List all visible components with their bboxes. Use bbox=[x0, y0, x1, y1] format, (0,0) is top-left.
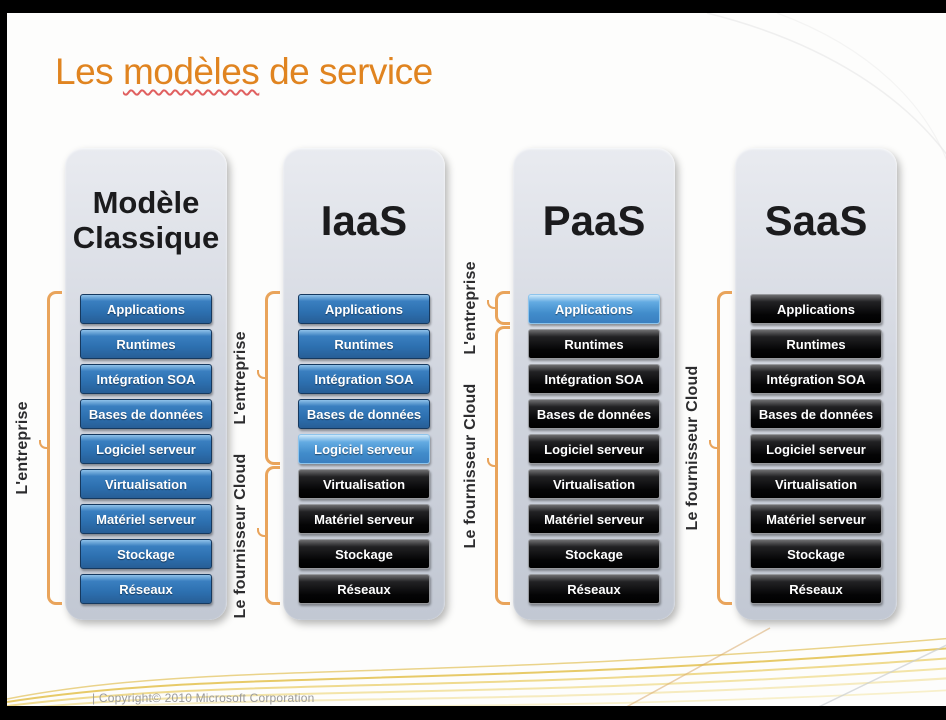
bracket-label-paas: L'entreprise bbox=[462, 261, 479, 355]
bracket-iaas bbox=[257, 466, 280, 605]
layer-block: Matériel serveur bbox=[750, 504, 882, 534]
layer-block: Intégration SOA bbox=[750, 364, 882, 394]
bracket-label-saas: Le fournisseur Cloud bbox=[684, 365, 701, 531]
layer-block: Virtualisation bbox=[80, 469, 212, 499]
layer-block: Stockage bbox=[528, 539, 660, 569]
bracket-label-paas: Le fournisseur Cloud bbox=[462, 383, 479, 548]
layer-block: Réseaux bbox=[298, 574, 430, 604]
page-title: Les modèles de service bbox=[55, 51, 433, 93]
title-suffix: de service bbox=[259, 51, 433, 92]
column-title-paas: PaaS bbox=[542, 197, 646, 245]
bracket-saas bbox=[709, 291, 732, 605]
layer-block: Virtualisation bbox=[528, 469, 660, 499]
layer-block: Bases de données bbox=[80, 399, 212, 429]
layer-block: Bases de données bbox=[750, 399, 882, 429]
layer-block: Matériel serveur bbox=[528, 504, 660, 534]
copyright-text: | Copyright© 2010 Microsoft Corporation bbox=[92, 691, 315, 705]
layer-block: Matériel serveur bbox=[80, 504, 212, 534]
column-title-iaas: IaaS bbox=[320, 197, 408, 245]
layer-block: Applications bbox=[80, 294, 212, 324]
layer-block: Runtimes bbox=[528, 329, 660, 359]
title-prefix: Les bbox=[55, 51, 123, 92]
letterbox-bottom bbox=[0, 706, 946, 720]
letterbox-left bbox=[0, 0, 7, 720]
column-title-saas: SaaS bbox=[764, 197, 868, 245]
layer-block: Réseaux bbox=[80, 574, 212, 604]
layer-block: Intégration SOA bbox=[80, 364, 212, 394]
layer-block: Logiciel serveur bbox=[298, 434, 430, 464]
layer-block: Runtimes bbox=[750, 329, 882, 359]
layer-block: Stockage bbox=[298, 539, 430, 569]
layer-block: Stockage bbox=[750, 539, 882, 569]
layer-block: Virtualisation bbox=[298, 469, 430, 499]
bracket-paas bbox=[487, 291, 510, 325]
layer-block: Intégration SOA bbox=[528, 364, 660, 394]
layer-block: Virtualisation bbox=[750, 469, 882, 499]
layer-block: Matériel serveur bbox=[298, 504, 430, 534]
layer-block: Stockage bbox=[80, 539, 212, 569]
layer-block: Réseaux bbox=[528, 574, 660, 604]
layer-block: Réseaux bbox=[750, 574, 882, 604]
column-title-modele-classique: Modèle Classique bbox=[72, 185, 220, 255]
layer-block: Logiciel serveur bbox=[750, 434, 882, 464]
layer-block: Runtimes bbox=[80, 329, 212, 359]
title-misspelled-word: modèles bbox=[122, 51, 260, 92]
layer-block: Bases de données bbox=[528, 399, 660, 429]
layer-block: Bases de données bbox=[298, 399, 430, 429]
bracket-label-modele-classique: L'entreprise bbox=[14, 401, 31, 495]
bracket-modele-classique bbox=[39, 291, 62, 605]
layer-block: Logiciel serveur bbox=[528, 434, 660, 464]
bracket-paas bbox=[487, 326, 510, 605]
bracket-label-iaas: L'entreprise bbox=[232, 331, 249, 425]
layer-block: Applications bbox=[750, 294, 882, 324]
layer-block: Applications bbox=[528, 294, 660, 324]
layer-block: Applications bbox=[298, 294, 430, 324]
layer-block: Runtimes bbox=[298, 329, 430, 359]
bracket-label-iaas: Le fournisseur Cloud bbox=[232, 453, 249, 618]
layer-block: Intégration SOA bbox=[298, 364, 430, 394]
bracket-iaas bbox=[257, 291, 280, 465]
layer-block: Logiciel serveur bbox=[80, 434, 212, 464]
letterbox-top bbox=[0, 0, 946, 13]
